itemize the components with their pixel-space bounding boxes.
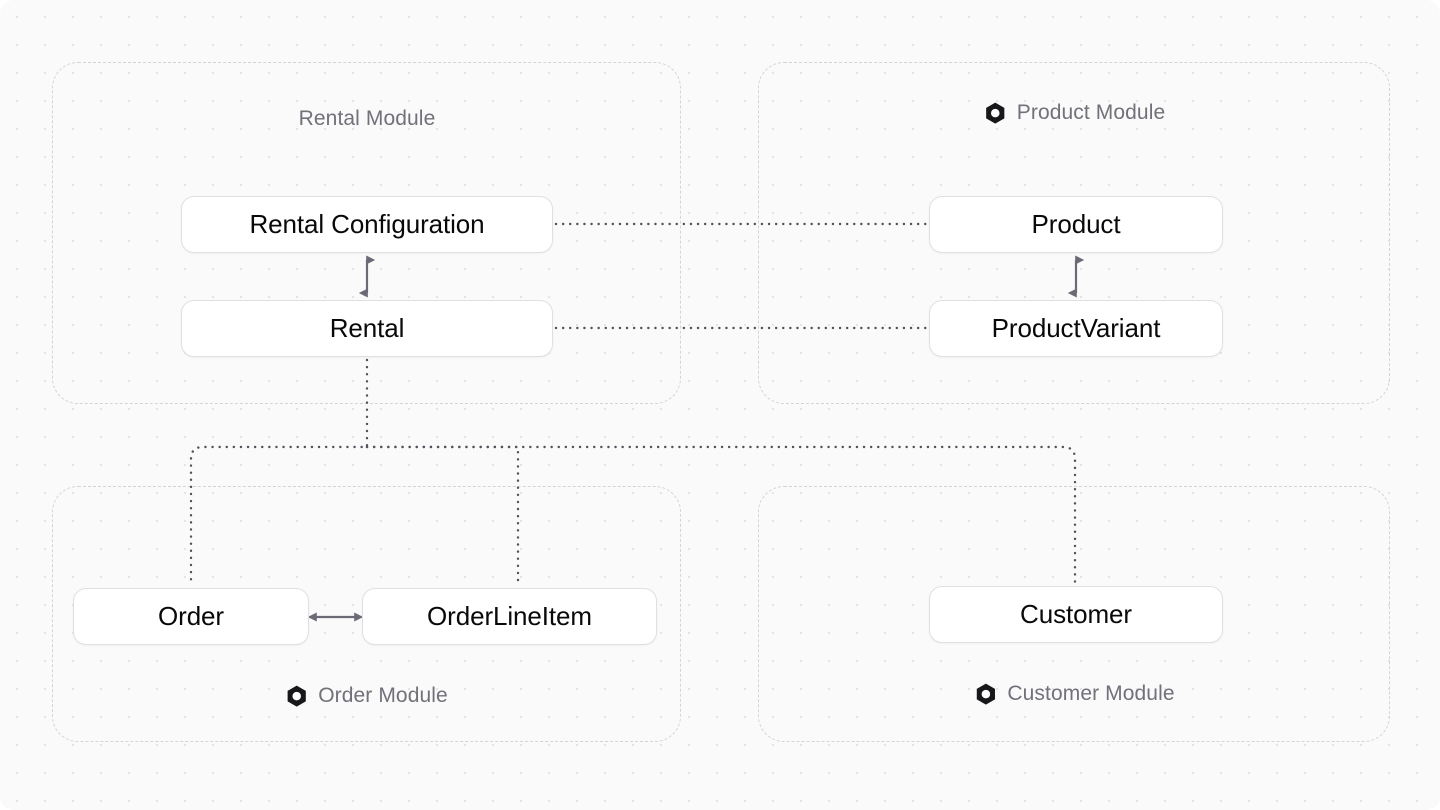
- module-hexagon-icon: [975, 683, 996, 706]
- module-label-customer: Customer Module: [975, 682, 1175, 706]
- module-label-order: Order Module: [286, 684, 448, 708]
- module-label-rental-text: Rental Module: [298, 107, 436, 130]
- module-label-order-text: Order Module: [318, 684, 448, 707]
- node-label: OrderLineItem: [427, 601, 592, 631]
- node-customer[interactable]: Customer: [929, 586, 1223, 643]
- module-label-rental: Rental Module: [299, 107, 436, 131]
- node-product[interactable]: Product: [929, 196, 1223, 253]
- node-rental-configuration[interactable]: Rental Configuration: [181, 196, 553, 253]
- module-hexagon-icon: [286, 685, 307, 708]
- node-label: Rental Configuration: [249, 209, 485, 239]
- module-label-product-text: Product Module: [1016, 101, 1166, 124]
- node-order[interactable]: Order: [73, 588, 309, 645]
- node-label: Customer: [1020, 599, 1132, 629]
- module-label-customer-text: Customer Module: [1007, 682, 1175, 705]
- node-label: Rental: [329, 313, 405, 343]
- node-order-line-item[interactable]: OrderLineItem: [362, 588, 657, 645]
- node-label: Product: [1031, 209, 1121, 239]
- module-label-product: Product Module: [985, 101, 1165, 125]
- node-label: Order: [158, 601, 224, 631]
- node-rental[interactable]: Rental: [181, 300, 553, 357]
- module-hexagon-icon: [985, 102, 1006, 125]
- node-product-variant[interactable]: ProductVariant: [929, 300, 1223, 357]
- node-label: ProductVariant: [991, 313, 1161, 343]
- module-container-product[interactable]: [758, 62, 1390, 404]
